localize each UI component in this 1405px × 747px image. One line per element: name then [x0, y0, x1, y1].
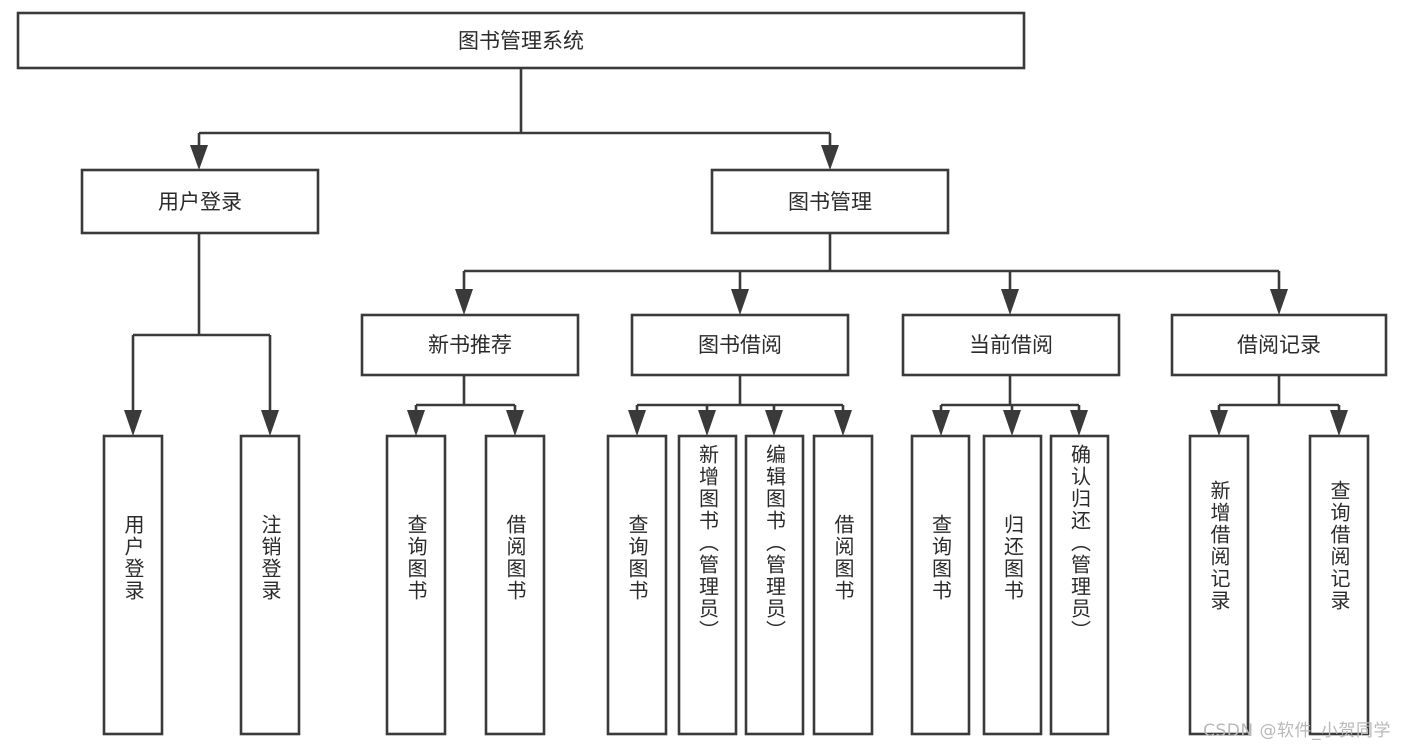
arrow-user-login-leaf-2 [261, 410, 279, 436]
leaf-box-user-login[interactable] [102, 434, 164, 736]
node-user-login-label: 用户登录 [158, 190, 242, 214]
connector-group-new-book [407, 375, 524, 436]
node-borrow-record-box[interactable] [1170, 313, 1388, 377]
node-book-management-box[interactable] [710, 168, 950, 235]
arrow-borrow-leaf-4 [834, 410, 852, 436]
arrow-borrow-record-leaf-2 [1330, 410, 1348, 436]
connector-group-current-borrow [932, 375, 1088, 436]
arrow-new-book-leaf-1 [407, 410, 425, 436]
node-current-borrow[interactable]: 当前借阅 [901, 313, 1121, 377]
arrow-book-mgmt-to-new-book [455, 289, 473, 315]
leaf-box-borrow-book[interactable] [812, 434, 874, 736]
node-book-borrow[interactable]: 图书借阅 [630, 313, 850, 377]
leaf-box-query-book-current[interactable] [910, 434, 971, 736]
arrow-current-borrow-leaf-3 [1070, 410, 1088, 436]
arrow-root-to-user-login [190, 145, 208, 170]
leaf-box-confirm-return-admin[interactable] [1049, 434, 1110, 736]
leaf-box-edit-book-admin[interactable] [744, 434, 805, 736]
leaf-box-add-borrow-record[interactable] [1188, 434, 1250, 736]
arrow-borrow-leaf-2 [698, 410, 716, 436]
connector-group-borrow-record [1210, 375, 1348, 436]
arrow-current-borrow-leaf-1 [932, 410, 950, 436]
node-user-login[interactable]: 用户登录 [80, 168, 320, 235]
leaf-box-user-logout[interactable] [239, 434, 301, 736]
leaf-box-return-book[interactable] [982, 434, 1043, 736]
node-book-management-label: 图书管理 [788, 190, 872, 214]
node-new-book-recommend-label: 新书推荐 [428, 333, 512, 357]
leaf-nodes-group [102, 434, 1370, 736]
csdn-watermark: CSDN @软件_小贺同学 [1203, 721, 1391, 741]
connector-group-borrow [628, 375, 852, 436]
arrow-current-borrow-leaf-2 [1003, 410, 1021, 436]
leaf-box-borrow-book-newbook[interactable] [484, 434, 546, 736]
connector-group-root [190, 68, 839, 170]
node-current-borrow-label: 当前借阅 [969, 333, 1053, 357]
arrow-book-mgmt-to-borrow [731, 289, 749, 315]
node-borrow-record[interactable]: 借阅记录 [1170, 313, 1388, 377]
leaf-box-query-borrow-record[interactable] [1308, 434, 1370, 736]
node-borrow-record-label: 借阅记录 [1237, 333, 1321, 357]
connector-group-user-login [124, 233, 279, 436]
leaf-box-query-book-newbook[interactable] [385, 434, 447, 736]
node-root-system-box[interactable] [16, 11, 1026, 70]
arrow-book-mgmt-to-current-borrow [1001, 289, 1019, 315]
arrow-borrow-leaf-3 [765, 410, 783, 436]
arrow-root-to-book-mgmt [821, 145, 839, 170]
node-root-system[interactable]: 图书管理系统 [16, 11, 1026, 70]
arrow-user-login-leaf-1 [124, 410, 142, 436]
node-user-login-box[interactable] [80, 168, 320, 235]
node-new-book-recommend-box[interactable] [360, 313, 580, 377]
arrow-book-mgmt-to-borrow-record [1270, 289, 1288, 315]
arrow-new-book-leaf-2 [506, 410, 524, 436]
node-book-borrow-box[interactable] [630, 313, 850, 377]
connector-group-book-mgmt [455, 233, 1288, 315]
leaf-box-add-book-admin[interactable] [677, 434, 738, 736]
node-new-book-recommend[interactable]: 新书推荐 [360, 313, 580, 377]
node-book-management[interactable]: 图书管理 [710, 168, 950, 235]
leaf-box-query-book-borrow[interactable] [606, 434, 668, 736]
node-root-system-label: 图书管理系统 [458, 29, 584, 53]
arrow-borrow-record-leaf-1 [1210, 410, 1228, 436]
node-book-borrow-label: 图书借阅 [698, 333, 782, 357]
node-current-borrow-box[interactable] [901, 313, 1121, 377]
arrow-borrow-leaf-1 [628, 410, 646, 436]
